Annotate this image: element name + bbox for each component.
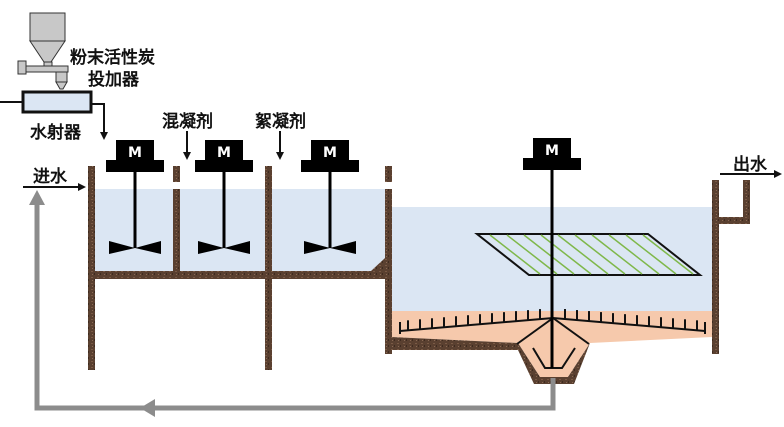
feeder-spout-tip (55, 81, 68, 90)
motor-sedimentation-scraper: M (523, 138, 581, 368)
settler-tube-line (489, 234, 541, 275)
outlet-label: 出水 (733, 154, 768, 175)
motor-body (311, 140, 349, 162)
inlet-label: 进水 (33, 166, 68, 187)
motor-base (301, 160, 359, 172)
pac-feeder-label-line1: 粉末活性炭 (70, 47, 155, 68)
motor-mixing-1: M (106, 140, 164, 254)
impeller-blade-left (304, 241, 330, 254)
sed-tank-walls (385, 180, 750, 384)
motor-base (195, 160, 253, 172)
settler-tube-line (523, 234, 575, 275)
feeder-motor (17, 60, 27, 75)
motor-label: M (545, 143, 559, 159)
motor-coagulation: M (195, 140, 253, 254)
settler-tube-line (608, 234, 660, 275)
mixing-tank-walls (88, 166, 392, 370)
feeder-spout (55, 71, 68, 83)
recirculation-arrow-left (140, 399, 155, 417)
ejector (21, 90, 93, 114)
tube-settler (474, 233, 703, 276)
settler-tube-line (625, 234, 677, 275)
settler-tube-line (591, 234, 643, 275)
impeller-blade-left (109, 241, 135, 254)
impeller-blade-right (330, 241, 356, 254)
impeller-blade-left (198, 241, 224, 254)
pac-feeder-label-line2: 投加器 (88, 69, 140, 90)
ejector-outlet-pipe (91, 103, 108, 140)
settler-tube-line (642, 234, 694, 275)
settler-tube-line (557, 234, 609, 275)
settler-tube-line (574, 234, 626, 275)
pac-feeder (17, 12, 69, 90)
sludge-recirculation-pipe (34, 200, 556, 411)
coagulant-label: 混凝剂 (162, 111, 213, 132)
settler-tube-line (506, 234, 558, 275)
motor-base (523, 158, 581, 170)
motor-flocculation: M (301, 140, 359, 254)
ejector-label: 水射器 (30, 122, 82, 143)
recirculation-arrow-up (29, 190, 45, 205)
hopper-top (29, 12, 66, 42)
hopper-neck (43, 61, 53, 67)
hopper-cone (29, 40, 66, 63)
settler-tube-line (540, 234, 592, 275)
motor-body (205, 140, 243, 162)
flocculant-label: 絮凝剂 (255, 111, 306, 132)
motor-label: M (217, 145, 231, 161)
impeller-blade-right (224, 241, 250, 254)
motor-label: M (323, 145, 337, 161)
motor-body (533, 138, 571, 160)
motor-body (116, 140, 154, 162)
screw-feeder (25, 65, 69, 73)
impeller-blade-right (135, 241, 161, 254)
motor-base (106, 160, 164, 172)
motor-label: M (128, 145, 142, 161)
